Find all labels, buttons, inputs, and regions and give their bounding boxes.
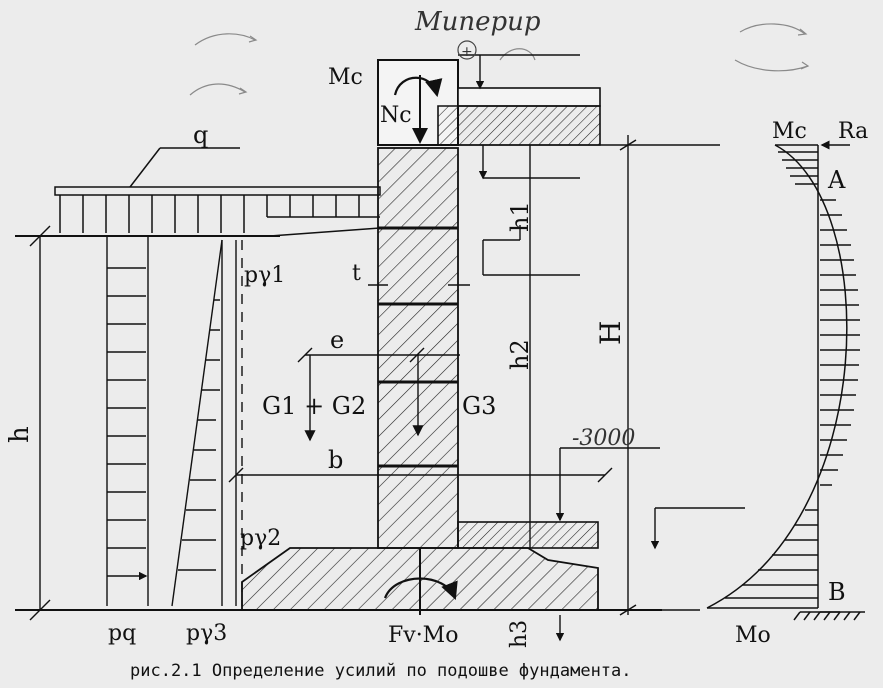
label-G3: G3	[462, 392, 496, 420]
label-H: H	[594, 321, 627, 345]
handwritten-top-note: Миперир	[414, 7, 541, 37]
label-A: A	[827, 166, 846, 194]
figure-caption: рис.2.1 Определение усилий по подошве фу…	[130, 661, 632, 681]
top-block	[377, 40, 601, 146]
moment-diagram	[706, 140, 865, 621]
handwritten-plus: +	[461, 44, 473, 60]
label-q: q	[193, 121, 208, 149]
label-B: B	[828, 578, 846, 606]
label-p-gamma3: pγ3	[186, 621, 227, 646]
label-b: b	[328, 446, 343, 474]
level-marker	[555, 447, 745, 550]
handwritten-dimension: -3000	[572, 426, 635, 451]
right-dimensions	[458, 135, 720, 616]
label-Ra: Ra	[838, 119, 868, 144]
label-e: e	[330, 326, 344, 354]
label-Mc-right: Mc	[772, 119, 807, 144]
label-h: h	[5, 426, 35, 443]
label-Mo-right: Mo	[735, 623, 771, 648]
e-dimension	[297, 347, 460, 442]
label-h1: h1	[506, 201, 534, 232]
label-h3: h3	[507, 620, 532, 648]
foundation	[241, 521, 700, 642]
h-dimension	[29, 225, 51, 621]
label-h2: h2	[506, 339, 534, 370]
p-gamma-diagram	[171, 239, 243, 607]
q-load	[54, 147, 381, 237]
pq-diagram	[106, 236, 148, 606]
label-Mc-top: Mc	[328, 65, 363, 90]
label-G1-G2: G1 + G2	[262, 392, 366, 420]
pencil-scribbles	[189, 23, 810, 96]
label-Nc: Nc	[380, 103, 412, 128]
label-Fv-Mo: Fv·Mo	[388, 623, 458, 648]
label-p-gamma1: pγ1	[244, 263, 285, 288]
wall	[377, 147, 459, 549]
label-pq: pq	[108, 621, 136, 646]
label-p-gamma2: pγ2	[240, 526, 281, 551]
b-dimension	[228, 467, 613, 483]
label-t: t	[352, 261, 361, 286]
